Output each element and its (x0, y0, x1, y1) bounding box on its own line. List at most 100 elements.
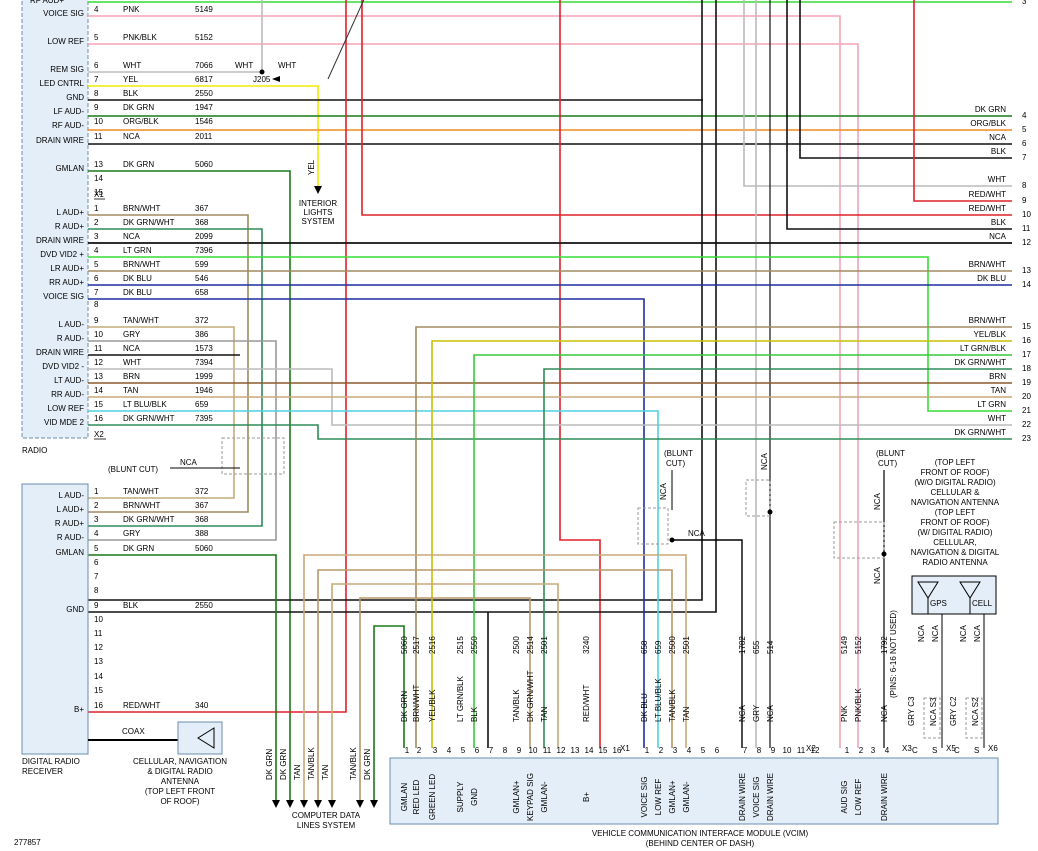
vcim-circuit-number: 2550 (470, 636, 479, 654)
digital-radio-pin-label: GND (66, 605, 84, 614)
vcim-pin-number: 11 (797, 746, 806, 755)
vcim-pin-number: 10 (529, 746, 538, 755)
blunt-cut-label: CUT) (666, 459, 685, 468)
vcim-x6-color: NCA S2 (971, 697, 980, 726)
vcim-pin-number: 7 (743, 746, 748, 755)
radio-pin-label: L AUD+ (57, 208, 85, 217)
wire-dk-blu-658 (88, 298, 645, 748)
vcim-pin-number: 2 (659, 746, 664, 755)
bottom-wire-color: DK GRN (265, 749, 274, 780)
vcim-wire-color: DK BLU (640, 693, 649, 722)
terminal-number: 18 (1022, 364, 1031, 373)
vcim-pin-function: GMLAN+ (668, 780, 677, 813)
vcim-circuit-number: 2501 (540, 636, 549, 654)
radio-pin-number: 8 (94, 89, 99, 98)
vcim-wire-color: DK GRN (400, 691, 409, 722)
wire-pnk-blk-5152 (88, 43, 859, 748)
terminal-number: 11 (1022, 224, 1031, 233)
wire-dk-grn-5060 (88, 170, 291, 800)
radio-pin-label: LOW REF (48, 404, 85, 413)
terminal-number: 23 (1022, 434, 1031, 443)
radio-pin-number: 16 (94, 414, 103, 423)
digital-radio-pin-number: 11 (94, 629, 103, 638)
radio-pin-number: 12 (94, 358, 103, 367)
gps-label: GPS (930, 599, 947, 608)
terminal-wire-color: NCA (989, 133, 1007, 142)
radio-pin-label: LOW REF (48, 37, 85, 46)
wire-tan-wht-372 (88, 326, 235, 499)
terminal-wire-color: BRN/WHT (969, 260, 1006, 269)
wire-dk-grn-dr (88, 554, 277, 800)
radio-wire-color: BLK (123, 89, 139, 98)
digital-radio-circuit-number: 367 (195, 501, 209, 510)
shield-box (745, 479, 771, 517)
vcim-wire-color: RED/WHT (582, 685, 591, 722)
radio-pin-number: 2 (94, 218, 99, 227)
blunt-cut-label: (BLUNT CUT) (108, 465, 158, 474)
vcim-circuit-number: 2500 (512, 636, 521, 654)
vcim-circuit-number: 5149 (840, 636, 849, 654)
vcim-circuit-number: 3240 (582, 636, 591, 654)
computer-data-label: LINES SYSTEM (297, 821, 356, 830)
vcim-pin-function: RED LED (412, 779, 421, 814)
terminal-wire-color: BRN (989, 372, 1006, 381)
digital-radio-pin-number: 5 (94, 544, 99, 553)
vcim-circuit-number: 1782 (738, 636, 747, 654)
radio-pin-label: REM SIG (50, 65, 84, 74)
bottom-wire-color: TAN (321, 764, 330, 780)
nca-label: NCA (959, 624, 968, 642)
radio-pin-number: 6 (94, 61, 99, 70)
digital-radio-pin-label: R AUD- (57, 533, 84, 542)
radio-wire-color: NCA (123, 232, 141, 241)
radio-wire-color: TAN (123, 386, 139, 395)
radio-connector-x2: X2 (94, 430, 104, 439)
cell-coax (969, 598, 985, 748)
radio-circuit-number: 1999 (195, 372, 213, 381)
antenna-caption: CELLULAR, (933, 538, 977, 547)
vcim-circuit-number: 2516 (428, 636, 437, 654)
wire-dk-grn-wht-368 (88, 228, 263, 527)
nca-label: NCA (659, 482, 668, 500)
radio-circuit-number: 599 (195, 260, 209, 269)
vcim-circuit-number: 2517 (412, 636, 421, 654)
vcim-pin-function: GMLAN (400, 783, 409, 812)
radio-circuit-number: 1546 (195, 117, 213, 126)
radio-pin-label: R AUD+ (55, 222, 84, 231)
radio-circuit-number: 1573 (195, 344, 213, 353)
radio-pin-number: 7 (94, 75, 99, 84)
wire-dk-grn-wht-7395 (88, 424, 1012, 440)
antenna-caption: CELLULAR, NAVIGATION (133, 757, 227, 766)
terminal-number: 9 (1022, 196, 1027, 205)
vcim-circuit-number: 658 (640, 640, 649, 654)
wire-gry-386 (88, 340, 277, 541)
wire-lt-grn-blk-17 (473, 354, 1012, 748)
digital-radio-pin-number: 10 (94, 615, 103, 624)
radio-pin-label: GND (66, 93, 84, 102)
arrow-icon (356, 800, 364, 808)
terminal-wire-color: TAN (991, 386, 1007, 395)
radio-circuit-number: 367 (195, 204, 209, 213)
wire-lt-blu-blk-659 (88, 410, 659, 748)
terminal-number: 16 (1022, 336, 1031, 345)
splice-wire-label: WHT (235, 61, 253, 70)
vcim-pin-number: 9 (517, 746, 522, 755)
vcim-pin-function: B+ (582, 792, 591, 802)
antenna-caption: NAVIGATION ANTENNA (911, 498, 1000, 507)
vcim-pin-function: DRAIN WIRE (766, 773, 775, 821)
arrow-icon (300, 800, 308, 808)
arrow-icon (286, 800, 294, 808)
radio-connector-x1: X1 (94, 190, 104, 199)
vcim-wire-color: TAN (682, 706, 691, 722)
antenna-caption: (TOP LEFT (935, 458, 976, 467)
wire-pnk-5149 (88, 15, 841, 748)
radio-pin-number: 5 (94, 33, 99, 42)
vcim-circuit-number: 514 (766, 640, 775, 654)
vcim-pin-number: 1 (405, 746, 410, 755)
bottom-wire-color: TAN/BLK (349, 747, 358, 780)
terminal-number: 15 (1022, 322, 1031, 331)
terminal-number: 19 (1022, 378, 1031, 387)
vcim-pin-number: 12 (811, 746, 820, 755)
radio-wire-color: PNK (123, 5, 140, 14)
digital-radio-pin-number: 16 (94, 701, 103, 710)
radio-circuit-number: 1946 (195, 386, 213, 395)
